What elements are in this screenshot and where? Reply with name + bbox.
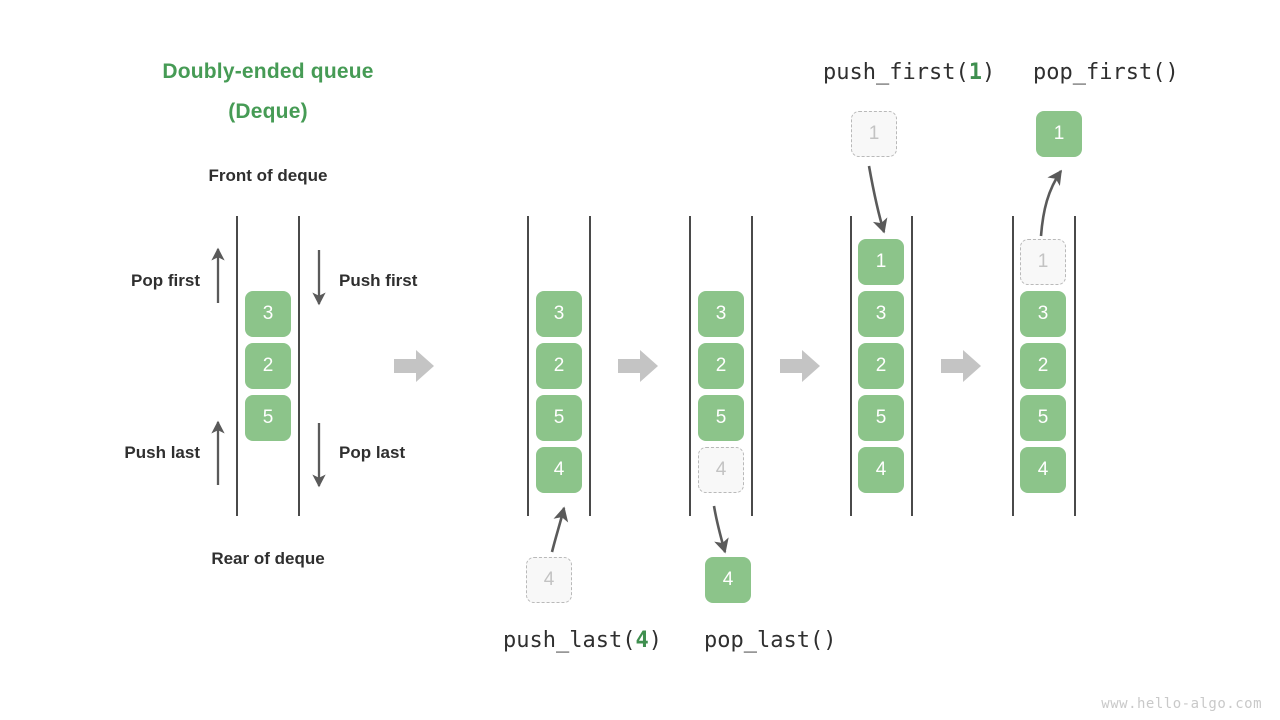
deque-rail-right <box>298 216 300 516</box>
deque-rail-left <box>1012 216 1014 516</box>
op-label-pop-last: pop_last() <box>704 628 837 653</box>
deque-cell: 3 <box>858 291 904 337</box>
transition-arrow-icon <box>618 350 658 382</box>
deque-rail-right <box>589 216 591 516</box>
deque-cell: 2 <box>858 343 904 389</box>
deque-cell: 3 <box>245 291 291 337</box>
deque-rail-left <box>689 216 691 516</box>
deque-ghost-cell: 4 <box>698 447 744 493</box>
op-push-first-name: push_first( <box>823 60 969 85</box>
deque-ghost-cell: 1 <box>1020 239 1066 285</box>
deque-rail-left <box>236 216 238 516</box>
arrow-push-last-motion <box>550 506 569 553</box>
external-ghost-cell: 4 <box>526 557 572 603</box>
label-front-of-deque: Front of deque <box>208 166 328 185</box>
deque-cell: 5 <box>1020 395 1066 441</box>
page-title-line2: (Deque) <box>228 100 308 123</box>
page-title-line1: Doubly-ended queue <box>162 60 374 83</box>
deque-rail-right <box>911 216 913 516</box>
label-pop-last: Pop last <box>339 443 406 462</box>
external-ghost-cell: 1 <box>851 111 897 157</box>
deque-cell: 5 <box>698 395 744 441</box>
deque-rail-left <box>527 216 529 516</box>
deque-cell: 2 <box>698 343 744 389</box>
op-label-push-first: push_first(1) <box>823 60 995 85</box>
op-push-last-name: push_last( <box>503 628 636 653</box>
label-push-last: Push last <box>124 443 200 462</box>
deque-cell: 3 <box>698 291 744 337</box>
arrow-push-first-motion <box>867 165 888 234</box>
deque-rail-left <box>850 216 852 516</box>
deque-rail-right <box>751 216 753 516</box>
deque-cell: 3 <box>1020 291 1066 337</box>
external-popped-cell: 4 <box>705 557 751 603</box>
label-push-first: Push first <box>339 271 418 290</box>
deque-cell: 1 <box>858 239 904 285</box>
op-push-last-arg: 4 <box>635 628 649 653</box>
deque-cell: 5 <box>245 395 291 441</box>
transition-arrow-icon <box>941 350 981 382</box>
op-label-pop-first: pop_first() <box>1033 60 1179 85</box>
label-rear-of-deque: Rear of deque <box>211 549 325 568</box>
deque-cell: 3 <box>536 291 582 337</box>
arrow-pop-last-motion <box>712 505 729 554</box>
label-pop-first: Pop first <box>131 271 200 290</box>
external-popped-cell: 1 <box>1036 111 1082 157</box>
deque-cell: 4 <box>536 447 582 493</box>
op-push-first-close: ) <box>981 60 996 85</box>
op-label-push-last: push_last(4) <box>503 628 662 653</box>
deque-cell: 2 <box>1020 343 1066 389</box>
deque-cell: 4 <box>1020 447 1066 493</box>
transition-arrow-icon <box>394 350 434 382</box>
deque-rail-right <box>1074 216 1076 516</box>
deque-cell: 5 <box>536 395 582 441</box>
op-push-first-arg: 1 <box>968 60 982 85</box>
op-push-last-close: ) <box>648 628 662 653</box>
deque-cell: 5 <box>858 395 904 441</box>
deque-cell: 4 <box>858 447 904 493</box>
transition-arrow-icon <box>780 350 820 382</box>
watermark: www.hello-algo.com <box>1101 696 1262 712</box>
deque-cell: 2 <box>536 343 582 389</box>
deque-cell: 2 <box>245 343 291 389</box>
arrow-pop-first-motion <box>1039 169 1063 237</box>
